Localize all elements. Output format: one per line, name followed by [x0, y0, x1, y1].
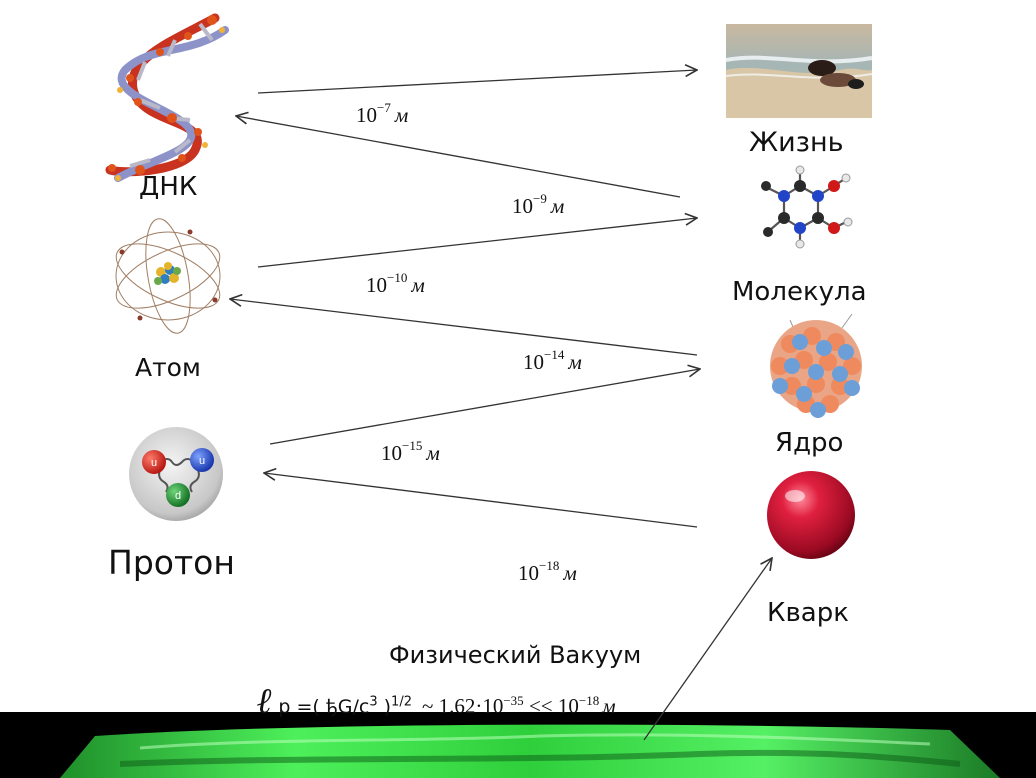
nucleus-image	[770, 313, 862, 418]
arrow-nucleus-to-atom	[230, 299, 698, 356]
life-image	[725, 24, 873, 118]
label-vacuum: Физический Вакуум	[389, 641, 642, 669]
label-atom: Атом	[135, 353, 201, 382]
formula-lhs: p =( ђG/c3 )1/2	[278, 694, 412, 718]
arrow-quark-to-proton	[264, 473, 698, 528]
planck-symbol: ℓ	[257, 680, 273, 722]
arrow-vacuum-to-quark	[643, 558, 772, 741]
proton-image: u u d	[129, 427, 223, 521]
label-dna: ДНК	[139, 172, 198, 202]
arrow-molecule-to-dna	[236, 116, 681, 198]
arrow-proton-to-nucleus	[269, 369, 700, 445]
vacuum-field	[60, 724, 1000, 778]
label-proton: Протон	[108, 543, 235, 582]
atom-image	[115, 218, 221, 334]
arrow-dna-to-life	[257, 70, 697, 94]
label-molecule: Молекула	[732, 277, 867, 307]
molecule-image	[761, 165, 853, 249]
label-nucleus: Ядро	[775, 428, 844, 458]
svg-text:d: d	[175, 490, 181, 502]
quark-image	[767, 471, 855, 559]
svg-text:u: u	[151, 457, 157, 469]
svg-text:u: u	[199, 455, 205, 467]
label-life: Жизнь	[749, 127, 844, 158]
dna-image	[105, 13, 229, 182]
arrow-atom-to-molecule	[257, 218, 697, 268]
label-quark: Кварк	[767, 598, 849, 628]
